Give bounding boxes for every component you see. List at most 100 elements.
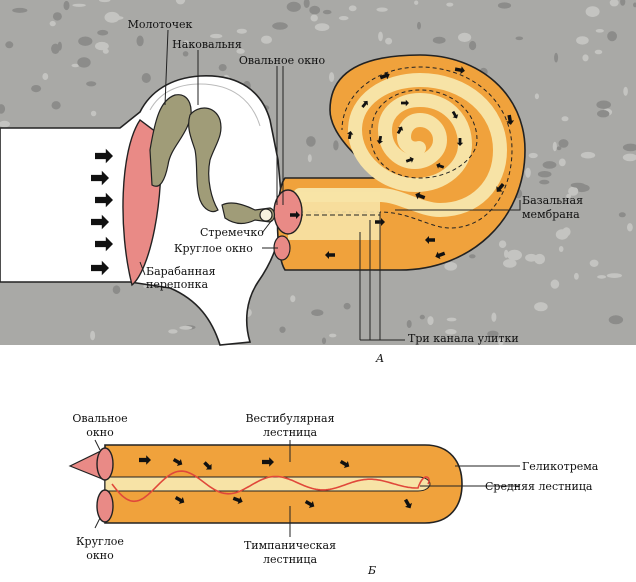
- bone-spot: [108, 15, 124, 20]
- bone-spot: [419, 314, 425, 320]
- bone-spot: [445, 329, 457, 335]
- bone-spot: [622, 143, 636, 152]
- oval-window-b: [96, 447, 114, 481]
- cochlea-arrow: [451, 110, 459, 119]
- label-b-round-2: окно: [86, 549, 114, 562]
- bone-spot: [406, 320, 412, 328]
- bone-spot: [279, 326, 286, 333]
- sound-arrow: [91, 214, 109, 230]
- bone-spot: [417, 21, 421, 30]
- bone-spot: [348, 5, 357, 12]
- bone-spot: [595, 29, 604, 33]
- bone-spot: [179, 325, 193, 330]
- bone-spot: [585, 6, 600, 17]
- bone-spot: [236, 48, 245, 54]
- bone-spot: [210, 33, 223, 39]
- tube-arrow: [139, 455, 151, 465]
- bone-spot: [609, 0, 619, 7]
- bone-spot: [597, 275, 607, 279]
- incus-bone: [188, 107, 222, 213]
- bone-spot: [286, 1, 301, 12]
- bone-spot: [570, 182, 585, 188]
- bone-spot: [51, 43, 60, 54]
- bone-spot: [606, 273, 623, 278]
- bone-spot: [558, 246, 564, 252]
- cochlea-arrow: [401, 99, 409, 107]
- cochlea-arrow: [435, 251, 446, 260]
- sound-arrow: [91, 170, 109, 186]
- round-window-b: [96, 489, 114, 523]
- bone-spot: [90, 110, 97, 117]
- label-round-window: Круглое окно: [174, 242, 253, 255]
- figure-b: Овальное окно Вестибулярная лестница Гел…: [68, 412, 599, 577]
- bone-spot: [42, 73, 49, 80]
- cochlea-arrow: [379, 71, 390, 80]
- bone-spot: [622, 153, 636, 162]
- oval-window-ellipse: [273, 189, 303, 235]
- bone-spot: [52, 12, 62, 21]
- bone-spot: [594, 49, 603, 55]
- malleus-bone: [149, 94, 192, 187]
- leader-lines-a: [139, 29, 521, 341]
- bone-spot: [568, 186, 579, 196]
- label-b-round-1: Круглое: [76, 535, 124, 548]
- bone-spot: [554, 52, 559, 63]
- bone-spot: [311, 309, 324, 317]
- bone-spot: [580, 151, 596, 159]
- bone-spot: [0, 120, 10, 128]
- bone-spot: [72, 3, 86, 7]
- bone-spot: [446, 317, 457, 322]
- stapes-footplate: [259, 208, 273, 222]
- bone-spot: [597, 110, 610, 118]
- label-eardrum-1: Барабанная: [146, 265, 216, 278]
- bone-spot: [63, 0, 70, 11]
- bone-spot: [469, 40, 477, 51]
- bone-spot: [329, 72, 335, 83]
- bone-spot: [71, 63, 80, 68]
- bone-spot: [218, 64, 227, 72]
- bone-spot: [303, 0, 310, 8]
- bone-spot: [525, 167, 531, 178]
- bone-spot: [272, 22, 288, 30]
- label-eardrum-2: перепонка: [146, 278, 209, 291]
- tube-arrow: [203, 461, 212, 470]
- bone-spot: [183, 40, 189, 45]
- bone-spot: [168, 329, 178, 334]
- bone-spot: [497, 2, 512, 9]
- bone-spot: [444, 262, 458, 271]
- bone-spot: [537, 171, 552, 178]
- bone-spot: [175, 0, 186, 5]
- label-incus: Наковальня: [172, 38, 242, 51]
- bone-spot: [314, 23, 330, 31]
- cochlea-arrow: [376, 135, 384, 144]
- bone-spot: [86, 81, 97, 87]
- tube-arrow: [403, 498, 412, 509]
- bone-spot: [503, 259, 517, 268]
- bone-spot: [141, 73, 151, 83]
- bone-spot: [487, 330, 499, 338]
- bone-spot: [507, 249, 522, 261]
- cochlea: [276, 54, 526, 271]
- bone-spot: [574, 272, 579, 280]
- cochlea-basal-membrane: [300, 66, 513, 229]
- bone-spot: [306, 136, 316, 147]
- cochlea-arrow: [425, 236, 435, 244]
- bone-spot: [321, 337, 327, 345]
- label-three-channels: Три канала улитки: [408, 332, 519, 345]
- bone-spot: [504, 249, 509, 258]
- bone-spot: [97, 29, 109, 36]
- bone-spot: [322, 9, 332, 15]
- bone-spot: [589, 259, 599, 267]
- label-basilar-1: Базальная: [522, 194, 583, 207]
- label-b-middle-scala: Средняя лестница: [485, 480, 593, 493]
- cochlea-arrow: [396, 126, 404, 135]
- label-basilar-2: мембрана: [522, 208, 580, 221]
- bone-spot: [528, 152, 538, 159]
- bone-spot: [534, 302, 548, 312]
- bone-spot: [498, 240, 507, 248]
- sound-arrow: [95, 148, 113, 164]
- cochlea-arrow: [346, 131, 354, 140]
- bone-spot: [596, 100, 611, 109]
